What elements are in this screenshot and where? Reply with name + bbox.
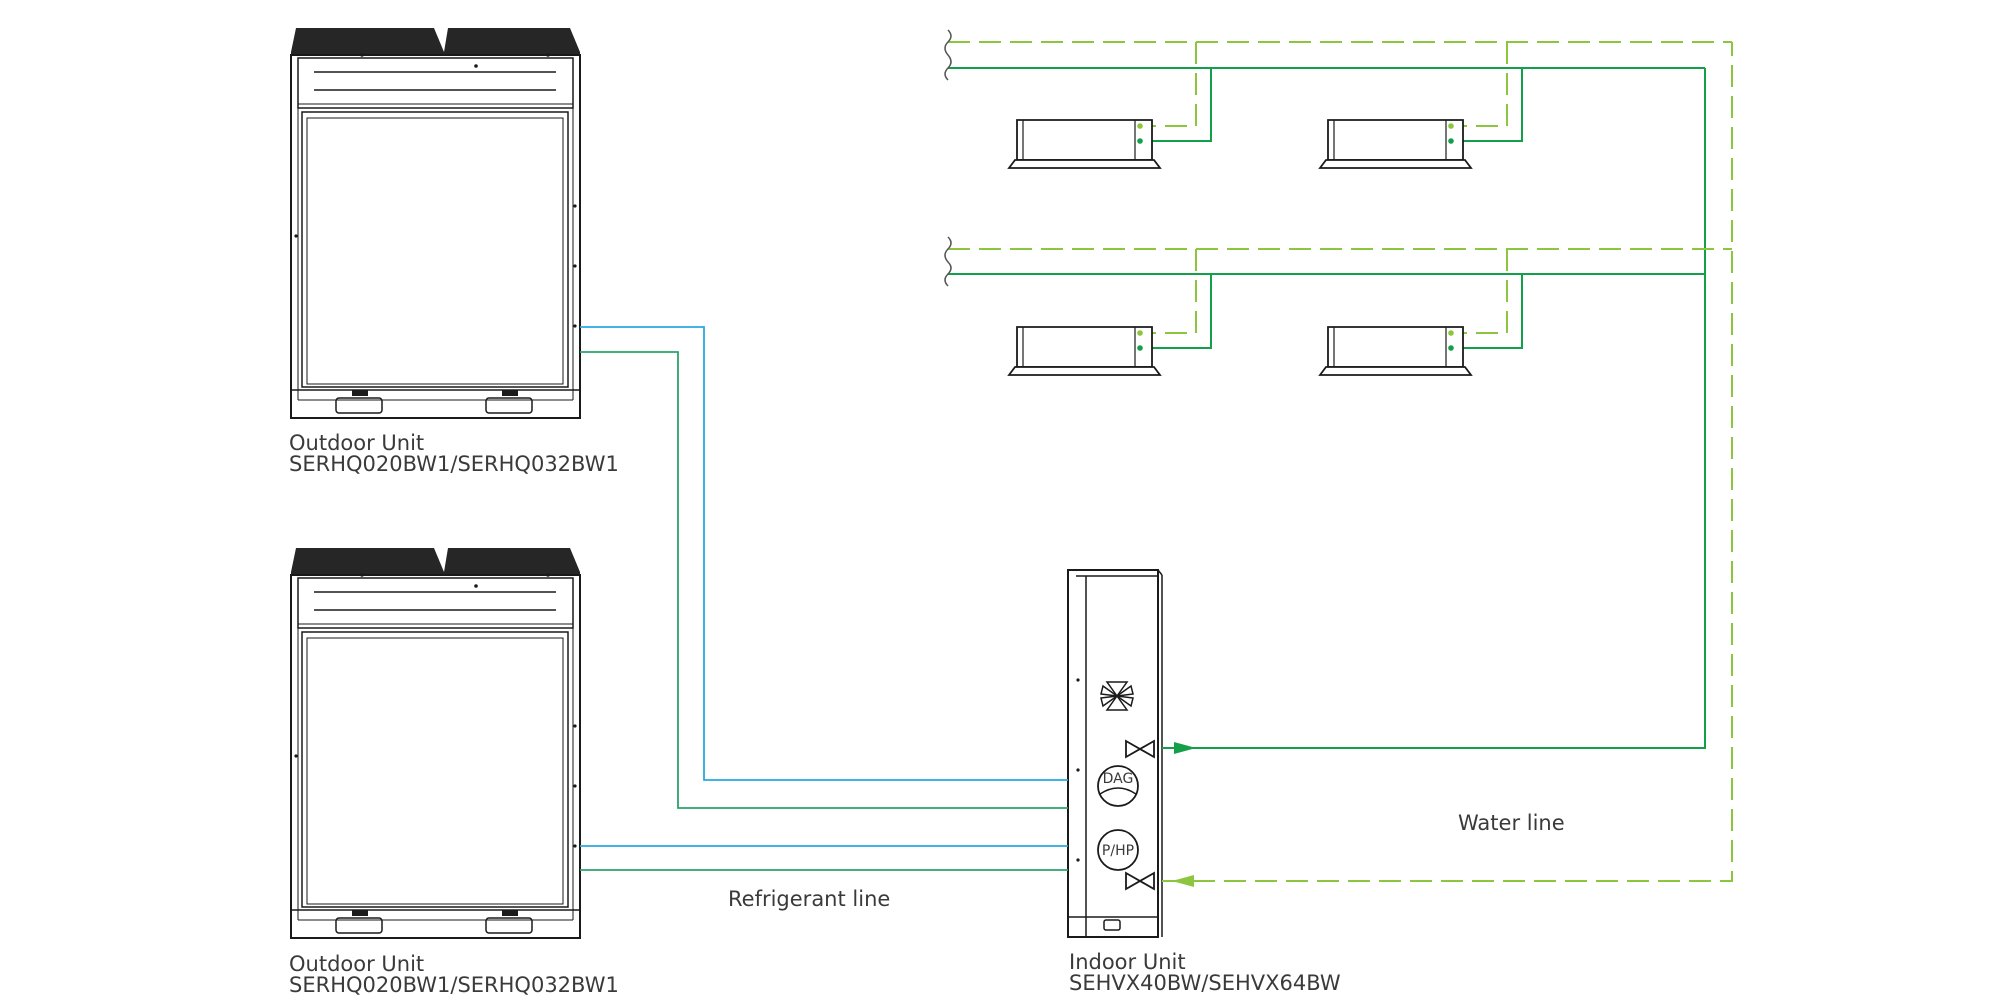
outdoor-unit-bottom-label: Outdoor Unit SERHQ020BW1/SERHQ032BW1 <box>289 954 619 996</box>
terminal-unit-2 <box>1319 119 1472 169</box>
arrow-icon <box>1172 742 1196 887</box>
dag-component: DAG <box>1097 765 1139 807</box>
valve-icon <box>1125 739 1155 891</box>
php-label: P/HP <box>1102 843 1134 859</box>
outdoor-unit-top-label: Outdoor Unit SERHQ020BW1/SERHQ032BW1 <box>289 433 619 475</box>
dag-label: DAG <box>1103 771 1134 787</box>
refrigerant-lines <box>580 326 1068 871</box>
terminal-unit-1 <box>1008 119 1161 169</box>
break-symbol-icon <box>944 29 952 287</box>
indoor-unit <box>1067 569 1163 938</box>
php-component: P/HP <box>1097 829 1139 871</box>
outdoor-unit-bottom-model: SERHQ020BW1/SERHQ032BW1 <box>289 973 619 997</box>
terminal-connectors <box>1137 123 1454 351</box>
indoor-unit-label: Indoor Unit SEHVX40BW/SEHVX64BW <box>1069 952 1341 994</box>
terminal-unit-4 <box>1319 326 1472 376</box>
outdoor-unit-bottom <box>290 547 581 939</box>
outdoor-unit-top-model: SERHQ020BW1/SERHQ032BW1 <box>289 452 619 476</box>
outdoor-unit-top-name: Outdoor Unit <box>289 431 425 455</box>
indoor-unit-model: SEHVX40BW/SEHVX64BW <box>1069 971 1341 995</box>
refrigerant-line-label: Refrigerant line <box>728 887 891 911</box>
water-return-lines <box>948 41 1733 882</box>
outdoor-unit-bottom-name: Outdoor Unit <box>289 952 425 976</box>
terminal-unit-3 <box>1008 326 1161 376</box>
fan-icon <box>1100 681 1134 711</box>
water-supply-lines <box>948 67 1706 749</box>
water-line-label: Water line <box>1458 811 1565 835</box>
indoor-unit-name: Indoor Unit <box>1069 950 1186 974</box>
outdoor-unit-top <box>290 27 581 419</box>
